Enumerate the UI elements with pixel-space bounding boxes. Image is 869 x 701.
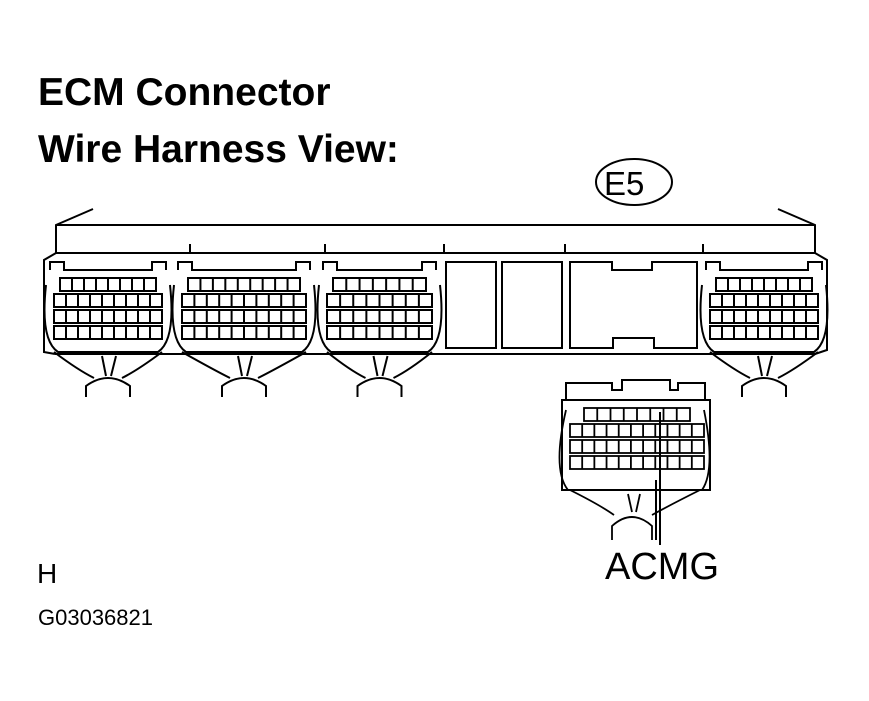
terminal-pins bbox=[43, 261, 829, 397]
title-ecm-connector: ECM Connector bbox=[38, 71, 331, 114]
corner-label: H bbox=[37, 558, 58, 589]
acmg-leader bbox=[655, 412, 661, 545]
pin-block-2 bbox=[171, 261, 317, 397]
e5-callout-oval bbox=[595, 158, 673, 206]
pin-block-4 bbox=[699, 261, 829, 397]
e5-pin-row bbox=[569, 455, 705, 470]
pin-block-1 bbox=[43, 261, 173, 397]
e5-terminal-pins bbox=[558, 407, 711, 540]
connector-code-e5: E5 bbox=[604, 165, 645, 202]
e5-wire-bundle bbox=[569, 489, 701, 516]
pin-block-3 bbox=[316, 261, 443, 397]
blank-sockets bbox=[445, 261, 698, 349]
e5-connector bbox=[561, 379, 711, 491]
e5-pin-row bbox=[569, 423, 705, 438]
title-wire-harness-view: Wire Harness View: bbox=[38, 128, 399, 171]
terminal-label-acmg: ACMG bbox=[605, 546, 719, 588]
e5-pin-row bbox=[569, 439, 705, 454]
e5-cover bbox=[558, 409, 711, 491]
figure-code: G03036821 bbox=[38, 605, 153, 630]
e5-wire-end bbox=[611, 516, 653, 540]
